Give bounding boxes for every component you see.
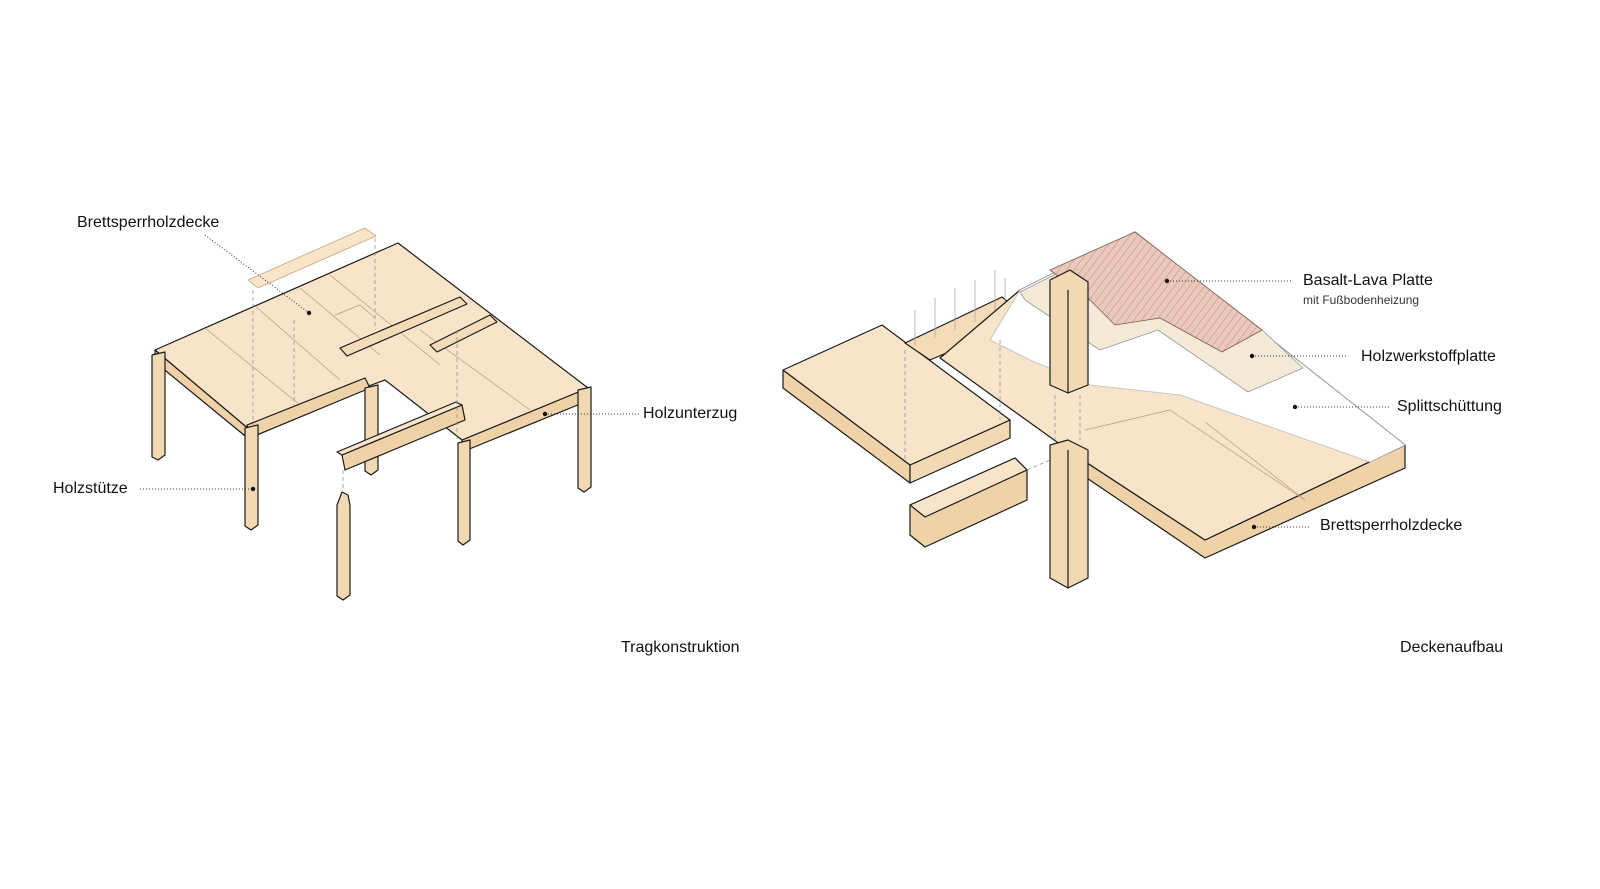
label-beam: Holzunterzug: [643, 405, 738, 422]
loose-beam: [341, 404, 466, 471]
label-slab-left: Brettsperrholzdecke: [77, 214, 220, 231]
column: [577, 386, 592, 493]
leader-lines: [140, 234, 1390, 528]
upper-column: [1049, 269, 1089, 394]
beam-top: [339, 296, 468, 357]
label-gravel: Splittschüttung: [1397, 398, 1502, 415]
right-floor-drawing: [782, 231, 1406, 589]
loose-column: [336, 491, 351, 601]
floating-plank: [247, 227, 377, 289]
leader-dots: [250, 278, 1298, 530]
label-board: Holzwerkstoffplatte: [1361, 348, 1496, 365]
column: [151, 351, 166, 461]
caption-right: Deckenaufbau: [1400, 639, 1504, 656]
label-basalt-sub: mit Fußbodenheizung: [1303, 293, 1420, 307]
label-basalt: Basalt-Lava Platte: [1303, 272, 1433, 289]
basalt-tiles: [1049, 231, 1263, 353]
column: [244, 424, 259, 531]
label-column: Holzstütze: [53, 480, 128, 497]
detached-slab-top: [782, 324, 1011, 466]
left-structure-drawing: [151, 227, 592, 601]
lower-column: [1049, 439, 1089, 589]
caption-left: Tragkonstruktion: [621, 639, 740, 656]
label-slab-right: Brettsperrholzdecke: [1320, 517, 1463, 534]
column: [457, 439, 471, 546]
